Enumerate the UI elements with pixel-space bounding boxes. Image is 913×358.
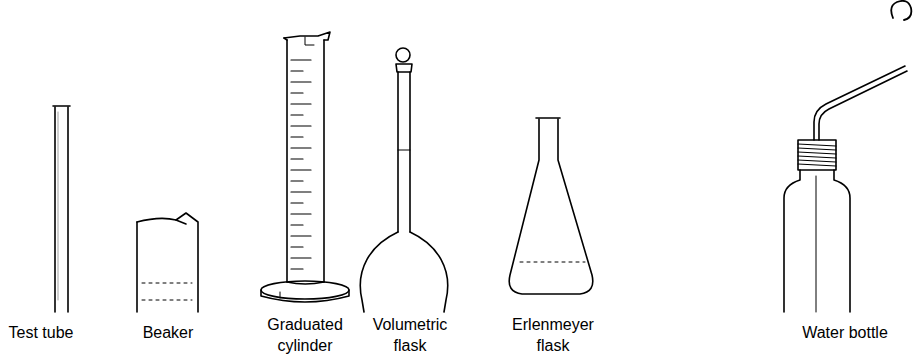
item-label: Water bottle [780,322,910,343]
water-bottle [784,1,911,312]
erlenmeyer-flask [509,118,593,294]
beaker [137,213,198,312]
test-tube [53,106,70,312]
item-label: Graduated cylinder [258,314,352,356]
item-label: Test tube [0,322,82,343]
graduated-cylinder [261,32,349,302]
item-label: Beaker [128,322,208,343]
volumetric-flask [360,48,447,312]
item-label: Erlenmeyer flask [500,314,606,356]
item-label: Volumetric flask [364,314,456,356]
